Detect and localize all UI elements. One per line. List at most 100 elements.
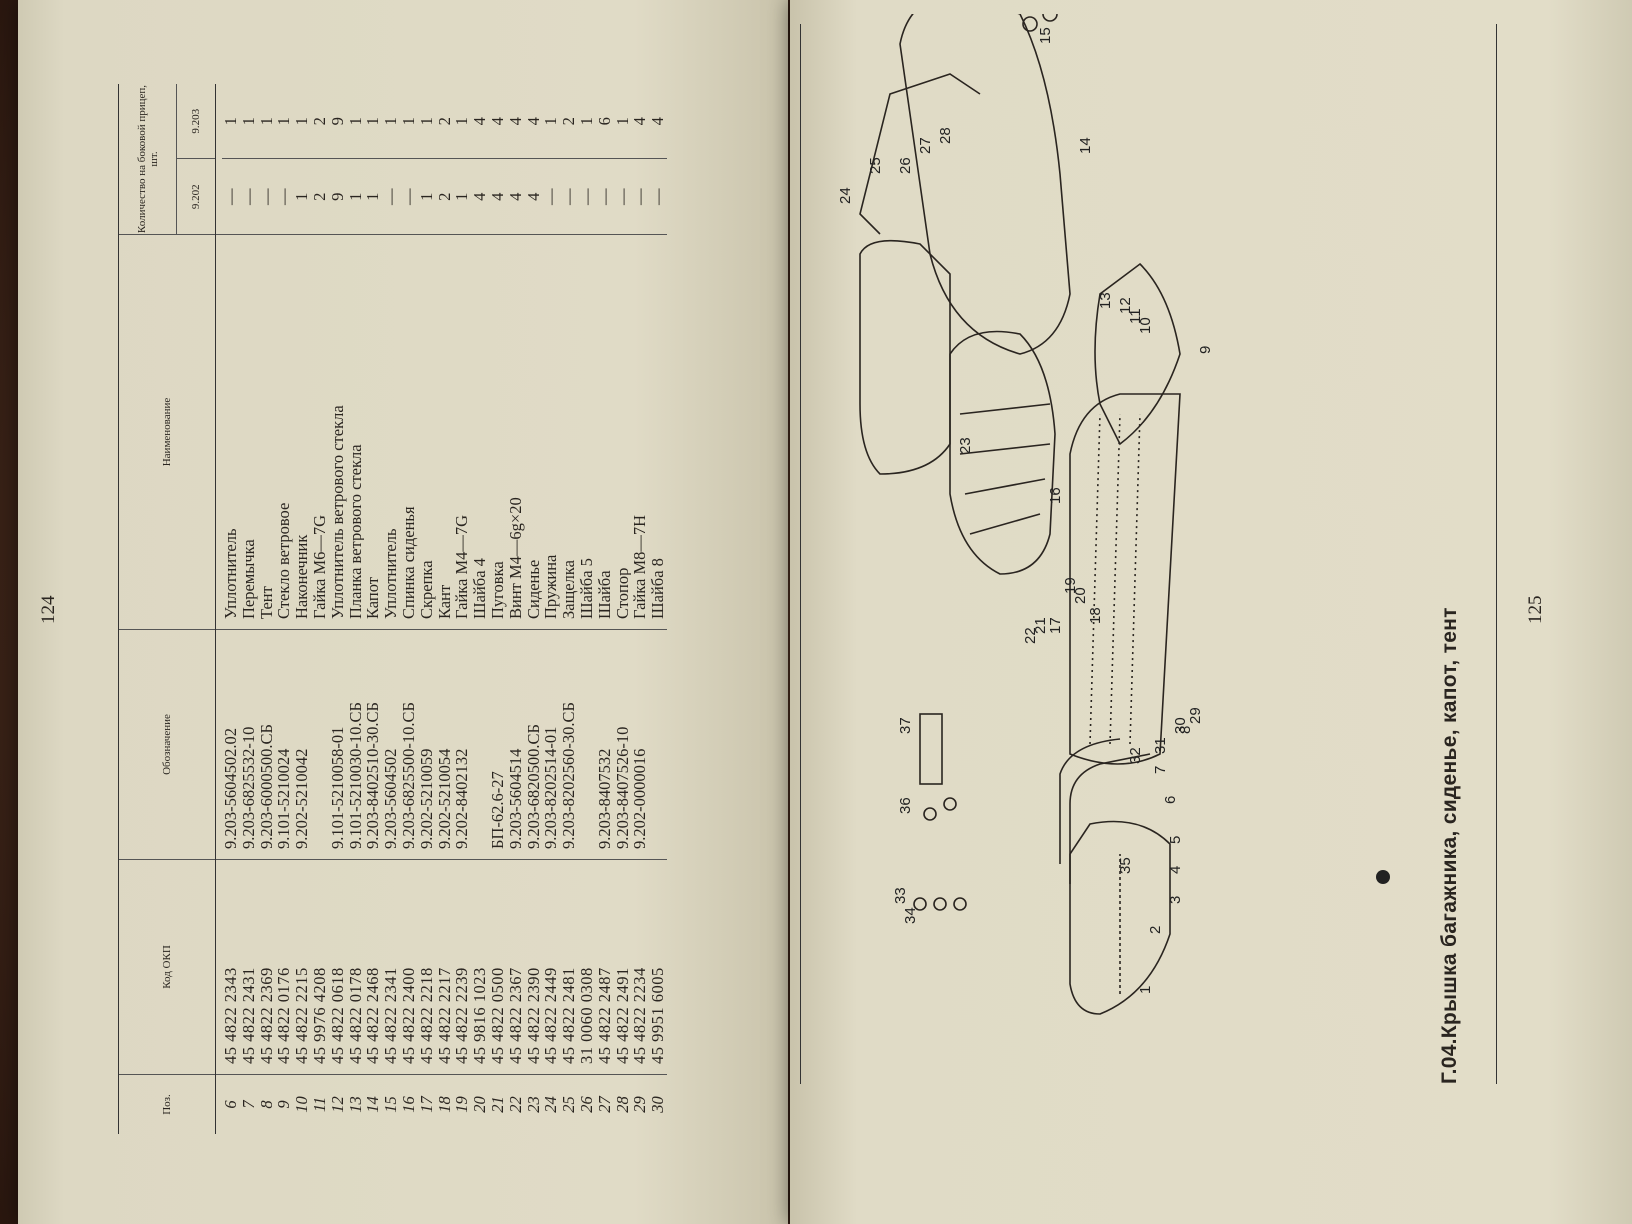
table-cell-qty-b: 1 — [346, 117, 365, 126]
left-page-content: 124 Поз. Код ОКП Обозначение Наименовани… — [18, 0, 788, 1224]
callout-label: 30 — [1172, 717, 1189, 734]
table-cell-qty-b: 1 — [613, 117, 632, 126]
table-cell-des: 9.203-8407526-10 — [613, 726, 632, 849]
table-cell-qty-a: — — [257, 158, 276, 234]
table-cell-qty-b: 1 — [577, 117, 596, 126]
table-cell-name: Шайба 5 — [577, 558, 596, 619]
header-okp: Код ОКП — [119, 859, 215, 1074]
callout-label: 12 — [1117, 297, 1134, 314]
table-cell-pos: 6 — [222, 1100, 240, 1109]
header-qty-b: 9.203 — [190, 108, 203, 134]
table-cell-okp: 45 4822 2239 — [453, 967, 472, 1064]
table-cell-okp: 45 4822 2491 — [613, 967, 632, 1064]
table-cell-des: 9.203-6820500.СБ — [524, 724, 543, 849]
table-cell-okp: 45 4822 2400 — [399, 967, 418, 1064]
table-cell-pos: 22 — [506, 1096, 525, 1113]
table-cell-qty-a: — — [613, 158, 632, 234]
table-cell-name: Шайба 4 — [471, 558, 489, 619]
table-cell-pos: 20 — [471, 1096, 489, 1113]
callout-label: 25 — [867, 157, 884, 174]
punch-dot — [1376, 870, 1390, 884]
callout-label: 9 — [1197, 346, 1214, 354]
callout-label: 37 — [897, 717, 914, 734]
table-cell-qty-b: 4 — [524, 117, 543, 126]
header-qty-a: 9.202 — [177, 158, 215, 234]
table-cell-name: Шайба 8 — [649, 558, 667, 619]
table-cell-des: 9.101-5210058-01 — [328, 726, 347, 849]
table-row-qty: —6 — [595, 84, 614, 234]
table-cell-qty-a: 4 — [471, 158, 489, 234]
table-cell-name: Винт М4—6g×20 — [506, 497, 525, 619]
table-cell-okp: 45 4822 0176 — [275, 967, 294, 1064]
table-cell-okp: 45 9976 4208 — [310, 967, 329, 1064]
table-cell-qty-b: 4 — [471, 117, 489, 126]
table-cell-name: Капот — [364, 577, 383, 619]
table-cell-des: 9.203-5604502.02 — [222, 728, 240, 849]
table-cell-pos: 19 — [453, 1096, 472, 1113]
table-cell-name: Стопор — [613, 567, 632, 619]
callout-label: 11 — [1127, 308, 1144, 324]
table-row-qty: —1 — [577, 84, 596, 234]
table-cell-okp: 45 4822 2369 — [257, 967, 276, 1064]
callout-label: 24 — [837, 187, 854, 204]
callout-label: 16 — [1047, 487, 1064, 504]
table-cell-qty-a: — — [577, 158, 596, 234]
table-cell-name: Пружина — [542, 554, 561, 619]
table-cell-okp: 45 4822 2341 — [382, 967, 400, 1064]
table-cell-pos: 25 — [560, 1096, 578, 1113]
callout-label: 36 — [897, 797, 914, 814]
table-cell-okp: 45 4822 0500 — [488, 967, 507, 1064]
callout-label: 32 — [1127, 747, 1144, 764]
table-cell-name: Гайка М4—7G — [453, 514, 472, 619]
table-cell-des: 9.203-6825532-10 — [239, 726, 258, 849]
table-cell-pos: 24 — [542, 1096, 561, 1113]
callout-label: 21 — [1032, 617, 1049, 634]
table-cell-des: 9.202-8402132 — [453, 748, 472, 849]
callout-label: 29 — [1187, 707, 1204, 724]
table-cell-name: Уплотнитель — [382, 528, 400, 620]
table-cell-des: 9.202-5210054 — [435, 748, 454, 849]
callout-label: 27 — [917, 137, 934, 154]
table-cell-pos: 18 — [435, 1096, 454, 1113]
table-cell-des — [471, 630, 489, 859]
table-cell-qty-b: 1 — [293, 117, 311, 126]
table-cell-des — [578, 630, 596, 859]
table-row-qty: —2 — [560, 84, 578, 234]
table-cell-okp: 45 4822 2217 — [435, 967, 454, 1064]
table-cell-name: Наконечник — [293, 534, 311, 619]
table-cell-qty-a: 1 — [453, 158, 472, 234]
table-cell-qty-a: — — [595, 158, 614, 234]
table-cell-name: Планка ветрового стекла — [346, 444, 365, 619]
table-cell-pos: 9 — [275, 1100, 294, 1109]
table-cell-qty-b: 1 — [417, 117, 436, 126]
table-cell-qty-a: — — [275, 158, 294, 234]
seat-part — [859, 239, 951, 475]
table-cell-pos: 21 — [488, 1096, 507, 1113]
table-cell-pos: 23 — [524, 1096, 543, 1113]
table-cell-des: БП-62.6-27 — [488, 771, 507, 849]
callout-label: 19 — [1062, 577, 1079, 594]
page-number-right: 125 — [1525, 595, 1546, 625]
header-pos: Поз. — [119, 1074, 215, 1134]
header-qty: Количество на боковой прицеп, шт. 9.202 … — [119, 84, 215, 234]
table-cell-name: Защелка — [560, 560, 578, 619]
page-number-left: 124 — [38, 595, 59, 625]
table-cell-des: 9.203-8202514-01 — [542, 726, 561, 849]
callout-label: 31 — [1152, 737, 1169, 754]
table-cell-okp: 45 4822 0178 — [346, 967, 365, 1064]
table-cell-name: Кант — [435, 584, 454, 619]
bottom-rule — [1496, 24, 1497, 1084]
table-cell-qty-b: 9 — [328, 117, 347, 126]
table-cell-okp: 45 4822 2487 — [595, 967, 614, 1064]
table-cell-qty-a: 9 — [328, 158, 347, 234]
table-cell-des: 9.203-8407532 — [595, 748, 614, 849]
table-row-qty: —4 — [631, 84, 650, 234]
table-cell-okp: 45 4822 2390 — [524, 967, 543, 1064]
table-cell-qty-a: — — [542, 158, 561, 234]
